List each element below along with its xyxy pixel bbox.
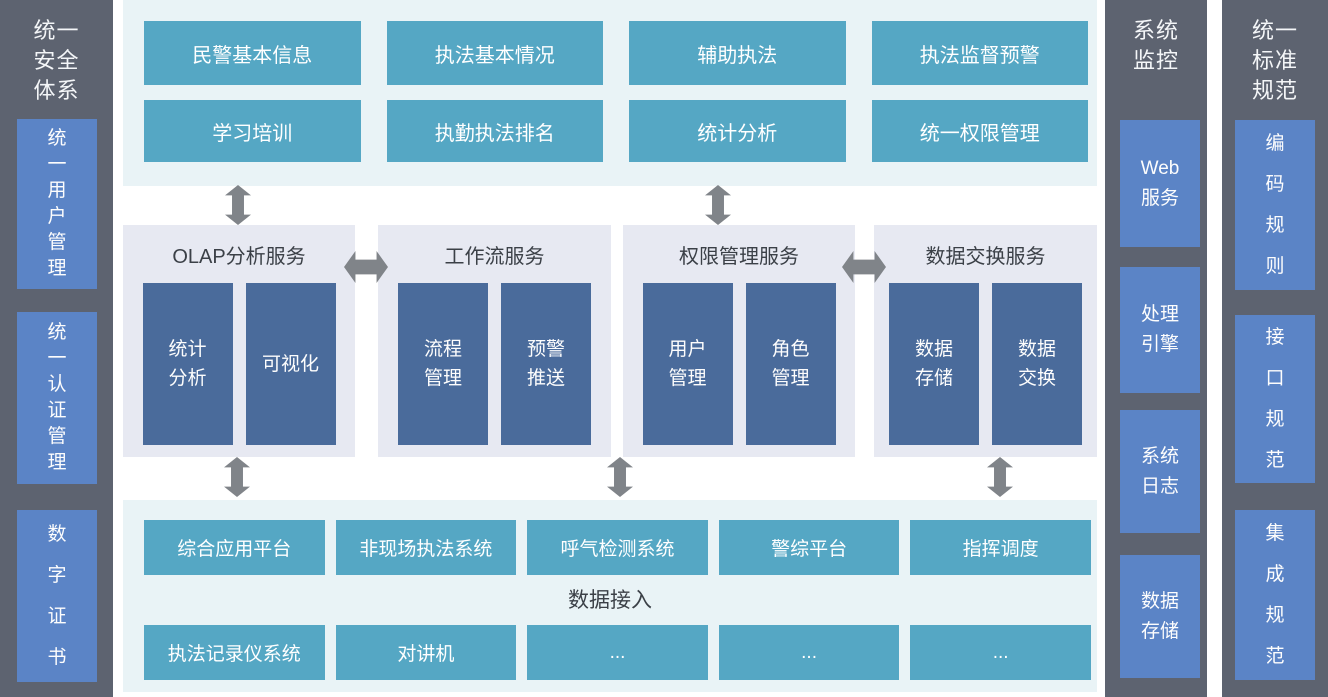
service-sub-data-storage: 数据 存储: [889, 283, 979, 445]
sidebar-block-web-service: Web 服务: [1120, 120, 1200, 247]
service-title: 数据交换服务: [925, 245, 1046, 268]
system-monitor-title: 系统 监控: [1132, 18, 1179, 73]
service-title: 权限管理服务: [679, 245, 799, 268]
sidebar-block-coding-rules: 编 码 规 则: [1235, 120, 1315, 290]
service-sub-process-management: 流程 管理: [398, 283, 488, 445]
module-block-duty-ranking: 执勤执法排名: [386, 100, 603, 162]
standards-sidebar: 统一 标准 规范 编 码 规 则 接 口 规 范 集 成 规 范: [1222, 0, 1328, 697]
access-block-police-platform: 警综平台: [718, 520, 900, 575]
access-block-breath-test: 呼气检测系统: [527, 520, 708, 575]
sidebar-block-processing-engine: 处理 引擎: [1120, 267, 1200, 393]
service-panel-data-exchange: 数据交换服务 数据 存储 数据 交换: [874, 225, 1097, 457]
double-arrow-vertical-icon: [705, 185, 731, 225]
module-block-supervision-warning: 执法监督预警: [871, 21, 1088, 85]
access-block-walkie-talkie: 对讲机: [335, 625, 517, 680]
security-sidebar-title: 统一 安全 体系: [33, 18, 80, 103]
standards-sidebar-title: 统一 标准 规范: [1251, 18, 1298, 103]
service-sub-role-management: 角色 管理: [745, 283, 836, 445]
service-sub-statistics-analysis: 统计 分析: [142, 283, 233, 445]
sidebar-block-unified-user-management: 统 一 用 户 管 理: [17, 119, 97, 289]
access-block-body-camera-system: 执法记录仪系统: [144, 625, 325, 680]
sidebar-block-digital-certificate: 数 字 证 书: [17, 510, 97, 682]
double-arrow-vertical-icon: [224, 457, 250, 497]
application-modules-panel: 民警基本信息 执法基本情况 辅助执法 执法监督预警 学习培训 执勤执法排名 统计…: [123, 0, 1097, 186]
service-sub-visualization: 可视化: [245, 283, 336, 445]
service-panel-permission: 权限管理服务 用户 管理 角色 管理: [623, 225, 855, 457]
service-title: 工作流服务: [444, 245, 545, 268]
service-panel-olap: OLAP分析服务 统计 分析 可视化: [123, 225, 355, 457]
double-arrow-vertical-icon: [987, 457, 1013, 497]
service-sub-user-management: 用户 管理: [642, 283, 733, 445]
access-block-offsite-enforcement: 非现场执法系统: [335, 520, 517, 575]
data-access-panel: 综合应用平台 非现场执法系统 呼气检测系统 警综平台 指挥调度 数据接入 执法记…: [123, 500, 1097, 692]
access-block-integrated-platform: 综合应用平台: [144, 520, 325, 575]
sidebar-block-data-storage: 数据 存储: [1120, 555, 1200, 678]
double-arrow-vertical-icon: [607, 457, 633, 497]
service-panel-workflow: 工作流服务 流程 管理 预警 推送: [378, 225, 611, 457]
sidebar-block-integration-spec: 集 成 规 范: [1235, 510, 1315, 680]
module-block-police-basic-info: 民警基本信息: [144, 21, 361, 85]
access-block-command-dispatch: 指挥调度: [910, 520, 1091, 575]
sidebar-block-unified-auth-management: 统 一 认 证 管 理: [17, 312, 97, 484]
sidebar-block-interface-spec: 接 口 规 范: [1235, 315, 1315, 483]
double-arrow-vertical-icon: [225, 185, 251, 225]
system-monitor-sidebar: 系统 监控 Web 服务 处理 引擎 系统 日志 数据 存储: [1105, 0, 1207, 697]
access-block-ellipsis: ...: [527, 625, 708, 680]
service-sub-data-exchange: 数据 交换: [992, 283, 1082, 445]
module-block-unified-permission: 统一权限管理: [871, 100, 1088, 162]
module-block-learning-training: 学习培训: [144, 100, 361, 162]
service-title: OLAP分析服务: [172, 245, 306, 268]
security-sidebar: 统一 安全 体系 统 一 用 户 管 理 统 一 认 证 管 理 数 字 证 书: [0, 0, 113, 697]
access-block-ellipsis: ...: [718, 625, 900, 680]
module-block-statistics-analysis: 统计分析: [629, 100, 846, 162]
module-block-enforcement-basics: 执法基本情况: [386, 21, 603, 85]
sidebar-block-system-log: 系统 日志: [1120, 410, 1200, 533]
service-sub-warning-push: 预警 推送: [501, 283, 591, 445]
access-block-ellipsis: ...: [910, 625, 1091, 680]
module-block-assisted-enforcement: 辅助执法: [629, 21, 846, 85]
data-access-label: 数据接入: [568, 589, 652, 612]
